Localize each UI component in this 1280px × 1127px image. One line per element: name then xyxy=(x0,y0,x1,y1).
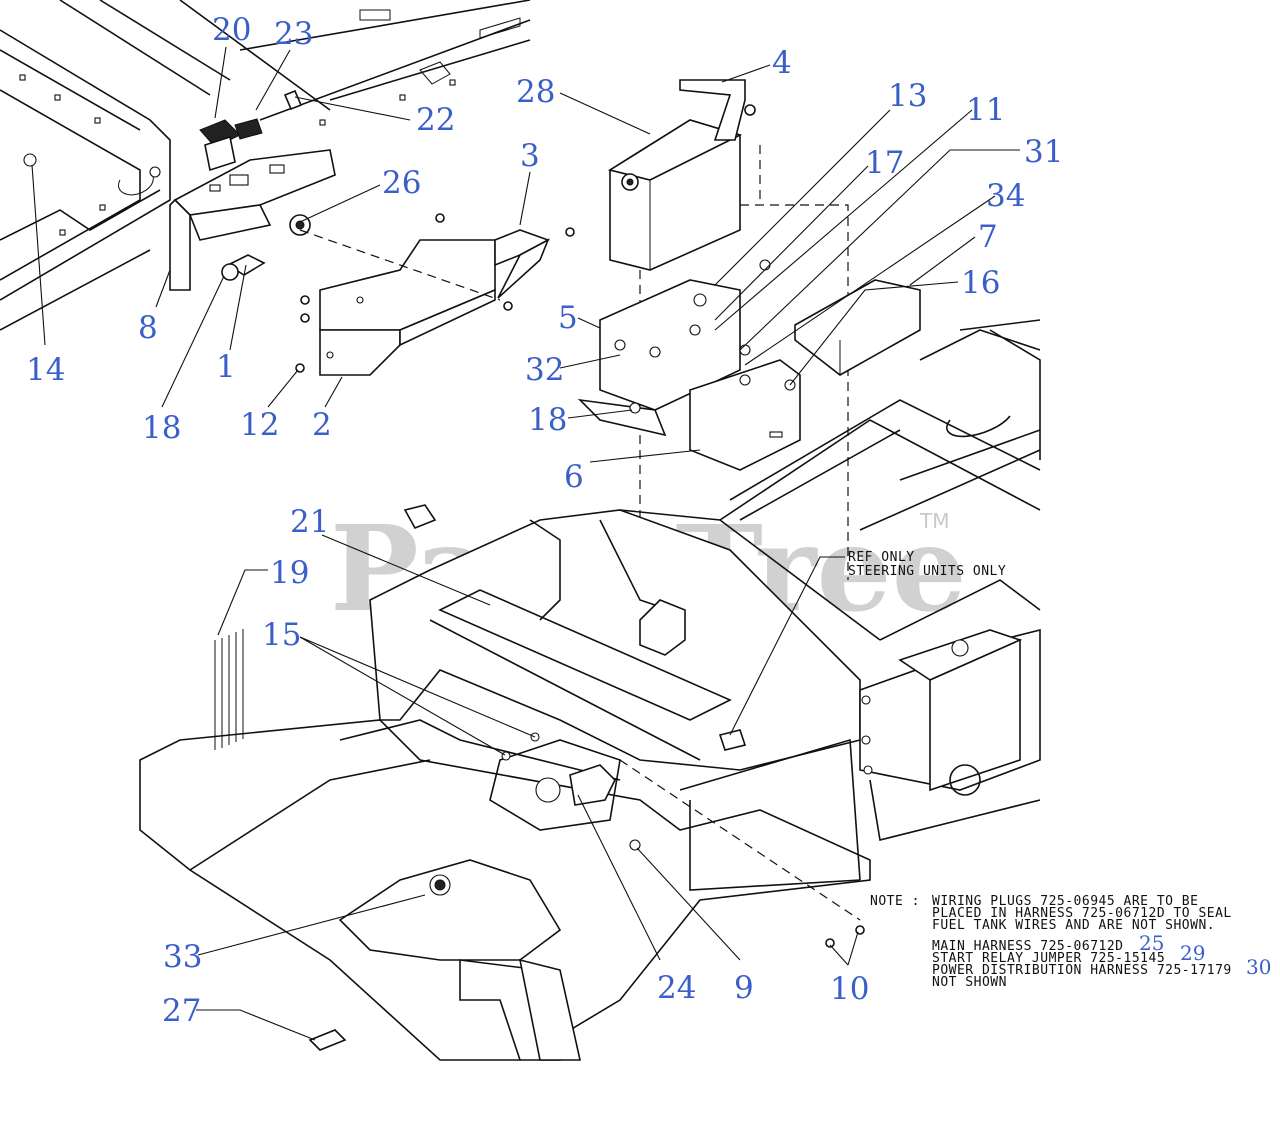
callout-21[interactable]: 21 xyxy=(290,504,329,540)
switch-bracket-assembly xyxy=(169,89,336,291)
callout-12[interactable]: 12 xyxy=(240,407,279,443)
watermark-trademark: TM xyxy=(919,509,949,533)
callout-9[interactable]: 9 xyxy=(734,970,754,1006)
callout-25[interactable]: 25 xyxy=(1139,931,1164,955)
note-line-3: FUEL TANK WIRES AND ARE NOT SHOWN. xyxy=(932,918,1215,933)
cable-ties xyxy=(214,629,244,750)
callout-34[interactable]: 34 xyxy=(986,178,1025,214)
ref-note-line-1: REF ONLY xyxy=(848,550,915,565)
callout-32[interactable]: 32 xyxy=(525,352,564,388)
callout-22[interactable]: 22 xyxy=(416,102,455,138)
callout-23[interactable]: 23 xyxy=(274,16,313,52)
callout-19[interactable]: 19 xyxy=(270,555,309,591)
callout-3[interactable]: 3 xyxy=(520,138,540,174)
upper-left-frame xyxy=(0,0,531,331)
note-line-5: START RELAY JUMPER 725-15145 xyxy=(932,951,1165,966)
ref-only-note: REF ONLY STEERING UNITS ONLY xyxy=(848,550,1006,579)
note-line-4: MAIN HARNESS 725-06712D xyxy=(932,939,1124,954)
callout-2[interactable]: 2 xyxy=(312,407,332,443)
callout-1[interactable]: 1 xyxy=(216,349,236,385)
note-line-6: POWER DISTRIBUTION HARNESS 725-17179 xyxy=(932,963,1232,978)
callout-29[interactable]: 29 xyxy=(1180,941,1205,965)
callout-11[interactable]: 11 xyxy=(966,92,1005,128)
callout-31[interactable]: 31 xyxy=(1024,134,1063,170)
callout-24[interactable]: 24 xyxy=(657,970,696,1006)
callout-15[interactable]: 15 xyxy=(262,617,301,653)
callout-16[interactable]: 16 xyxy=(961,265,1000,301)
battery-area xyxy=(577,79,921,620)
callout-20[interactable]: 20 xyxy=(212,12,251,48)
note-line-1: WIRING PLUGS 725-06945 ARE TO BE xyxy=(932,894,1198,909)
callout-28[interactable]: 28 xyxy=(516,74,555,110)
note-label: NOTE : xyxy=(870,894,920,909)
callout-6[interactable]: 6 xyxy=(564,459,584,495)
callout-33[interactable]: 33 xyxy=(163,939,202,975)
callout-4[interactable]: 4 xyxy=(772,45,792,81)
callout-30[interactable]: 30 xyxy=(1246,955,1271,979)
callout-27[interactable]: 27 xyxy=(162,993,201,1029)
callout-8[interactable]: 8 xyxy=(138,310,158,346)
callout-labels: 20 23 22 26 3 4 28 13 11 31 17 34 7 16 5… xyxy=(26,12,1063,1029)
callout-10[interactable]: 10 xyxy=(830,971,869,1007)
note-line-2: PLACED IN HARNESS 725-06712D TO SEAL xyxy=(932,906,1232,921)
callout-14[interactable]: 14 xyxy=(26,352,65,388)
callout-17[interactable]: 17 xyxy=(865,145,904,181)
callout-18-right[interactable]: 18 xyxy=(528,402,567,438)
callout-18-left[interactable]: 18 xyxy=(142,410,181,446)
callout-5[interactable]: 5 xyxy=(558,300,578,336)
callout-13[interactable]: 13 xyxy=(888,78,927,114)
callout-7[interactable]: 7 xyxy=(978,219,998,255)
leader-lines xyxy=(31,46,1020,1041)
ref-note-line-2: STEERING UNITS ONLY xyxy=(848,564,1006,579)
left-cover xyxy=(295,213,575,376)
note-line-7: NOT SHOWN xyxy=(932,975,1007,990)
callout-26[interactable]: 26 xyxy=(382,165,421,201)
main-frame xyxy=(139,319,1041,1061)
wiring-note: NOTE : WIRING PLUGS 725-06945 ARE TO BE … xyxy=(870,894,1271,990)
